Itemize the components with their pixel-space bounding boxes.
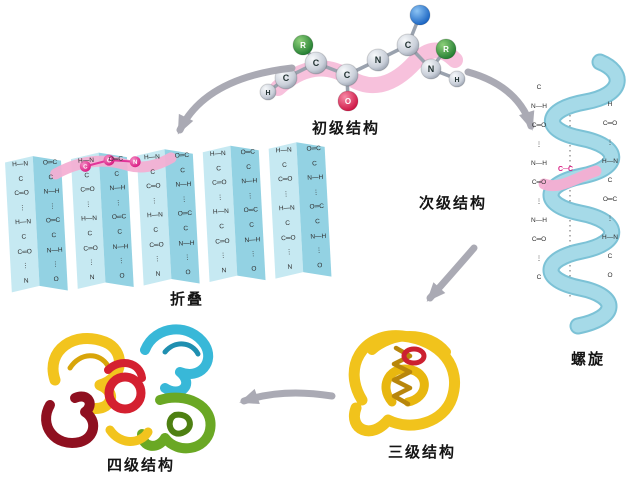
tertiary-coil bbox=[391, 345, 413, 407]
sheet-chain-column: O═C C N—H ⋮ O═C C N—H ⋮ O bbox=[174, 151, 195, 277]
helix-highlight-label: C─C bbox=[558, 166, 574, 173]
arrow-primary-to-sheet bbox=[176, 64, 296, 135]
beta-sheet-chains: H—N C C═O ⋮ H—N C C═O ⋮ N O═C C N—H ⋮ O═… bbox=[0, 0, 344, 309]
sheet-highlight-atoms: C C N bbox=[79, 154, 141, 172]
flow-arrows bbox=[176, 64, 535, 405]
atom-label: R bbox=[443, 45, 449, 54]
blue-atom bbox=[409, 4, 431, 26]
carbon-atom bbox=[304, 51, 328, 75]
label-alpha-helix: 螺旋 bbox=[571, 351, 606, 368]
arrow-helix-to-tertiary bbox=[426, 244, 478, 302]
atom-label: O bbox=[345, 97, 351, 106]
atom-label: C bbox=[344, 70, 351, 80]
quaternary-red-subunit bbox=[104, 372, 146, 414]
sheet-chain-column: H—N C C═O ⋮ H—N C C═O ⋮ N bbox=[12, 160, 33, 285]
atom-label: N bbox=[375, 55, 382, 65]
label-tertiary-structure: 三级结构 bbox=[388, 444, 457, 461]
sheet-chain-column: H—N C C═O ⋮ H—N C C═O ⋮ N bbox=[77, 156, 98, 282]
atom-label: R bbox=[300, 41, 306, 50]
label-beta-sheet: 折叠 bbox=[170, 291, 205, 308]
helix-chain-left: C N—H C═O ⋮ N—H C═O ⋮ N—H C═O ⋮ C bbox=[531, 84, 547, 281]
nitrogen-atom bbox=[420, 58, 442, 80]
helix-chain-right: H C═O ⋮ H—N C O═C ⋮ H—N C O bbox=[602, 101, 618, 279]
tertiary-red-ring bbox=[401, 346, 427, 366]
hydrogen-atom bbox=[259, 83, 277, 101]
tertiary-structure-graphic bbox=[348, 330, 461, 437]
label-primary-structure: 初级结构 bbox=[312, 120, 381, 137]
label-quaternary-structure: 四级结构 bbox=[107, 457, 176, 474]
hydrogen-atom bbox=[448, 70, 466, 88]
sheet-chain-column: O═C C N—H ⋮ O═C C N—H ⋮ O bbox=[306, 145, 327, 270]
atom-label: H bbox=[454, 77, 459, 84]
atom-label: H bbox=[265, 90, 270, 97]
sheet-chain-column: H—N C C═O ⋮ H—N C C═O ⋮ N bbox=[209, 150, 230, 275]
arrow-primary-to-helix bbox=[464, 68, 535, 131]
sheet-chain-column: O═C C N—H ⋮ O═C C N—H ⋮ O bbox=[108, 155, 129, 280]
arrow-tertiary-to-quaternary bbox=[239, 388, 336, 405]
helix-ribbon bbox=[544, 55, 624, 333]
sheet-atom-label: C bbox=[83, 164, 88, 170]
sheet-chain-column: H—N C C═O ⋮ H—N C C═O ⋮ N bbox=[143, 153, 164, 278]
helix-highlight-ribbon bbox=[538, 165, 602, 191]
sheet-chain-column: O═C C N—H ⋮ O═C C N—H ⋮ O bbox=[240, 148, 261, 273]
quaternary-green-subunit bbox=[137, 392, 216, 454]
carbon-atom bbox=[396, 33, 420, 57]
quaternary-cyan-subunit bbox=[140, 324, 214, 397]
beta-sheet-graphic: C C N bbox=[5, 142, 332, 293]
atom-label: N bbox=[428, 64, 435, 74]
alpha-helix-graphic bbox=[538, 53, 626, 335]
oxygen-atom bbox=[337, 90, 359, 112]
quaternary-structure-graphic bbox=[41, 324, 216, 454]
sheet-atom-label: C bbox=[107, 158, 112, 164]
sheet-highlight-ribbon bbox=[50, 152, 177, 180]
nitrogen-atom bbox=[366, 48, 390, 72]
primary-structure-molecule: R R H C C C N C N H O bbox=[259, 4, 466, 112]
sheet-chain-column: O═C C N—H ⋮ O═C C N—H ⋮ O bbox=[42, 158, 63, 283]
quaternary-darkred-subunit bbox=[41, 391, 99, 448]
r-group-atom bbox=[292, 34, 314, 56]
label-secondary-structure: 次级结构 bbox=[419, 195, 488, 212]
atom-label: C bbox=[405, 40, 412, 50]
r-group-atom bbox=[435, 38, 457, 60]
sheet-chain-column: H—N C C═O ⋮ H—N C C═O ⋮ N bbox=[275, 146, 296, 271]
atom-label: C bbox=[313, 58, 320, 68]
carbon-atom bbox=[335, 63, 359, 87]
atom-label: C bbox=[283, 73, 290, 83]
sheet-atom-label: N bbox=[133, 160, 138, 166]
